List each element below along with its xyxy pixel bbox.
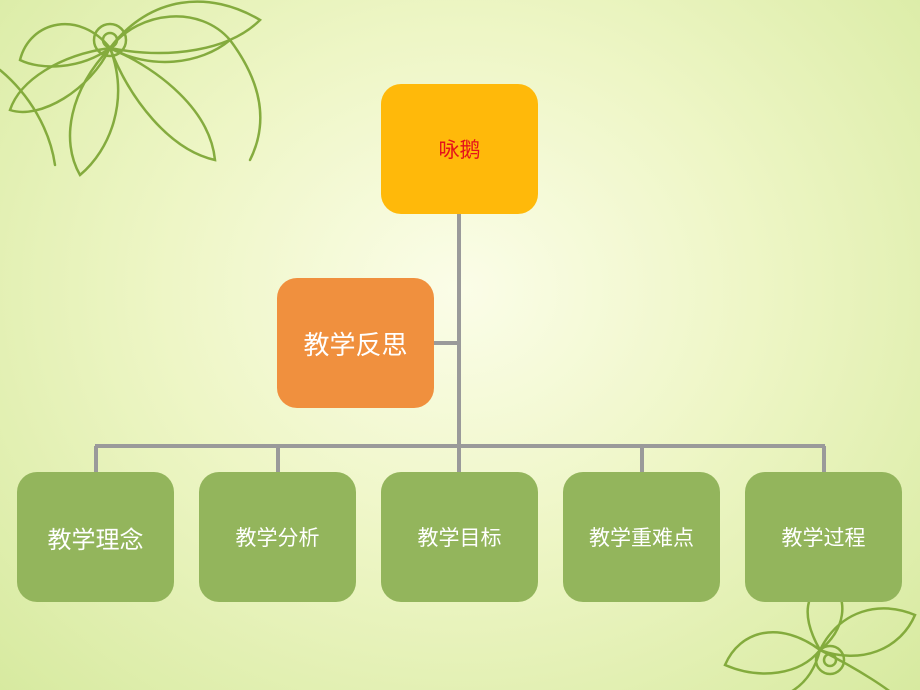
child-node-process[interactable]: 教学过程 [745,472,902,602]
child-node-label: 教学分析 [235,526,320,550]
child-node-label: 教学理念 [47,525,144,554]
flower-icon-bottom-right [723,578,917,690]
child-node-label: 教学目标 [417,526,502,550]
child-node-analysis[interactable]: 教学分析 [199,472,356,602]
root-node[interactable]: 咏鹅 [381,84,538,214]
flower-icon-top-left [0,0,263,177]
reflection-node[interactable]: 教学反思 [277,278,434,408]
child-node-label: 教学过程 [781,526,866,550]
child-node-philosophy[interactable]: 教学理念 [17,472,174,602]
child-node-key-points[interactable]: 教学重难点 [563,472,720,602]
root-node-label: 咏鹅 [438,138,481,162]
reflection-node-label: 教学反思 [303,330,408,361]
child-node-objectives[interactable]: 教学目标 [381,472,538,602]
child-node-label: 教学重难点 [589,526,694,550]
